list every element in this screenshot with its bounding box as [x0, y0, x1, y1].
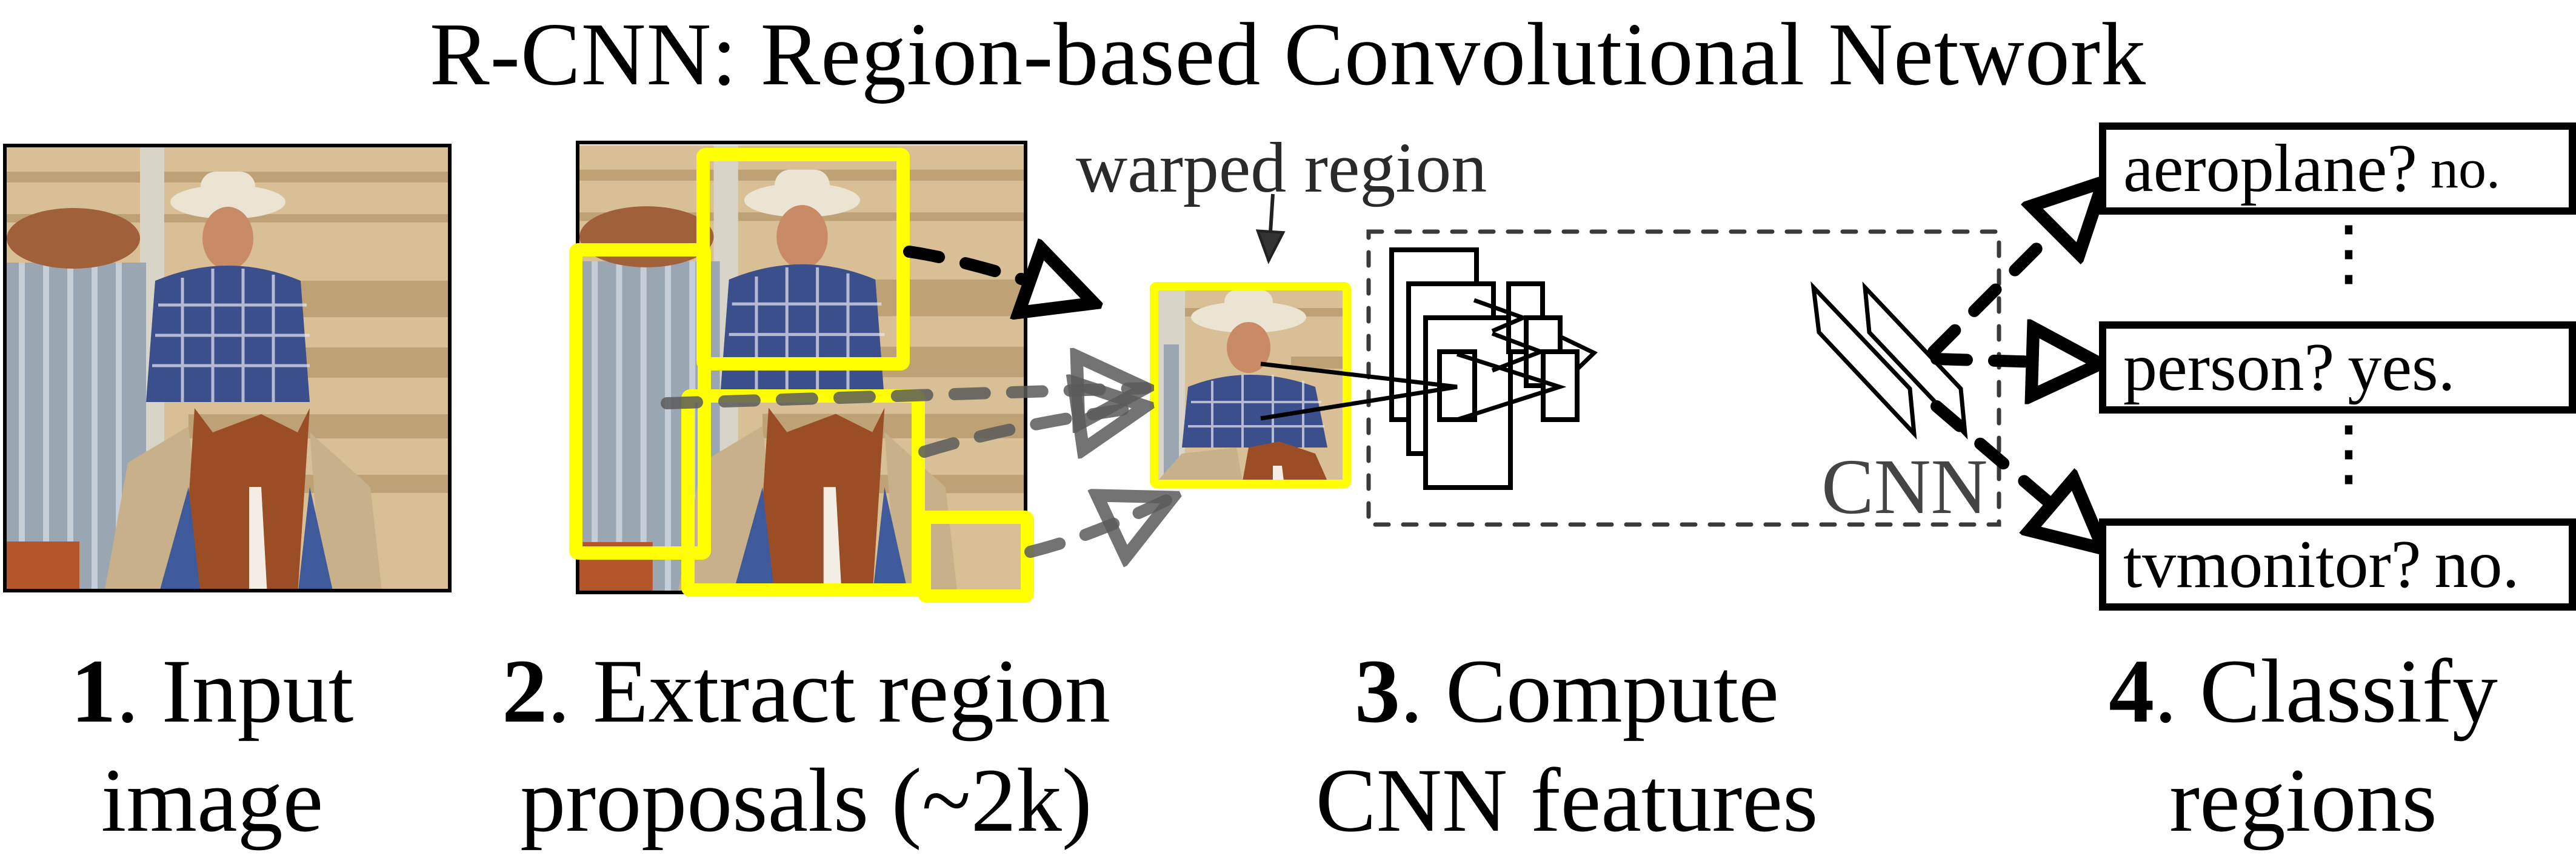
step-number: 3	[1355, 641, 1400, 742]
class-box-aeroplane: aeroplane? no.	[2099, 122, 2576, 215]
cnn-layers	[1389, 247, 1580, 490]
proposal-box-corner	[918, 511, 1034, 603]
class-box-tvmonitor: tvmonitor? no.	[2099, 518, 2576, 611]
step-4-caption: 4. Classify regions	[2061, 637, 2546, 855]
step-title: . Extract region	[547, 641, 1110, 742]
step-title: . Input	[116, 641, 354, 742]
step-2-caption: 2. Extract region proposals (~2k)	[461, 637, 1152, 855]
class-answer: no.	[2430, 138, 2500, 200]
proposal-arrow-secondary-2	[918, 406, 1146, 452]
class-label: aeroplane?	[2123, 131, 2417, 206]
step-3-caption: 3. Compute CNN features	[1279, 637, 1855, 855]
classify-arrow-aeroplane	[1927, 182, 2103, 358]
ellipsis-2: ⋮	[2312, 412, 2385, 493]
step-subtitle: CNN features	[1315, 750, 1818, 851]
classify-arrow-tvmonitor	[1930, 400, 2103, 549]
class-answer: no.	[2434, 527, 2520, 602]
cnn-connections	[1260, 298, 1598, 422]
step-number: 1	[70, 641, 116, 742]
proposal-arrow-primary	[903, 252, 1094, 303]
input-image	[3, 144, 452, 592]
step-subtitle: image	[101, 750, 324, 851]
proposal-arrow-secondary-3	[1024, 497, 1173, 552]
diagram-title: R-CNN: Region-based Convolutional Networ…	[429, 5, 2147, 104]
classify-arrow-person	[1930, 359, 2100, 364]
warped-region-image	[1158, 290, 1343, 481]
ellipsis-1: ⋮	[2312, 212, 2385, 293]
step-number: 4	[2109, 641, 2155, 742]
warped-region-pointer	[1255, 193, 1286, 264]
proposal-box-horse	[681, 389, 925, 597]
proposal-box-person	[696, 148, 910, 370]
step-title: . Compute	[1400, 641, 1779, 742]
fc-layer-1	[1810, 281, 1917, 440]
warped-photo-illustration	[1158, 290, 1343, 481]
step-title: . Classify	[2154, 641, 2498, 742]
step-subtitle: regions	[2169, 750, 2437, 851]
step-number: 2	[502, 641, 548, 742]
class-box-person: person? yes.	[2099, 321, 2576, 414]
warped-region-label: warped region	[1076, 128, 1487, 207]
cnn-label: CNN	[1821, 443, 1988, 531]
warped-region-frame	[1150, 282, 1351, 488]
input-photo-illustration	[7, 147, 448, 589]
step-1-caption: 1. Input image	[36, 637, 388, 855]
step-subtitle: proposals (~2k)	[520, 750, 1092, 851]
class-answer: yes.	[2347, 330, 2455, 405]
class-label: tvmonitor?	[2123, 527, 2421, 602]
proposal-arrow-secondary-1	[661, 388, 1146, 403]
class-label: person?	[2123, 330, 2335, 405]
